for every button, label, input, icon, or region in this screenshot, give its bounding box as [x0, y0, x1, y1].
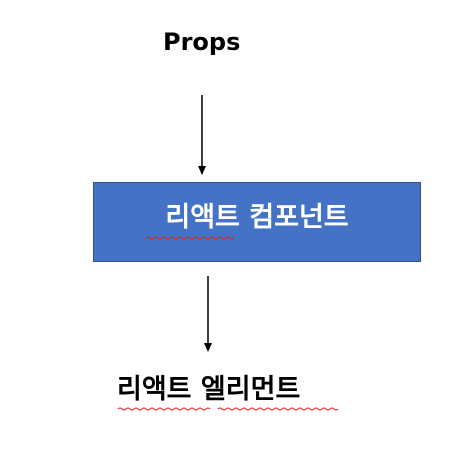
props-label: Props — [163, 28, 241, 56]
react-component-label: 리액트 컴포넌트 — [165, 201, 349, 233]
react-element-label: 리액트 엘리먼트 — [117, 374, 301, 405]
arrow-component-to-element-head — [204, 343, 212, 352]
spellcheck-underline-element-1 — [117, 407, 211, 411]
spellcheck-underline-element-2 — [217, 407, 339, 411]
arrow-props-to-component-head — [198, 166, 206, 175]
spellcheck-underline-component — [145, 236, 235, 240]
react-component-box: 리액트 컴포넌트 — [93, 182, 421, 262]
